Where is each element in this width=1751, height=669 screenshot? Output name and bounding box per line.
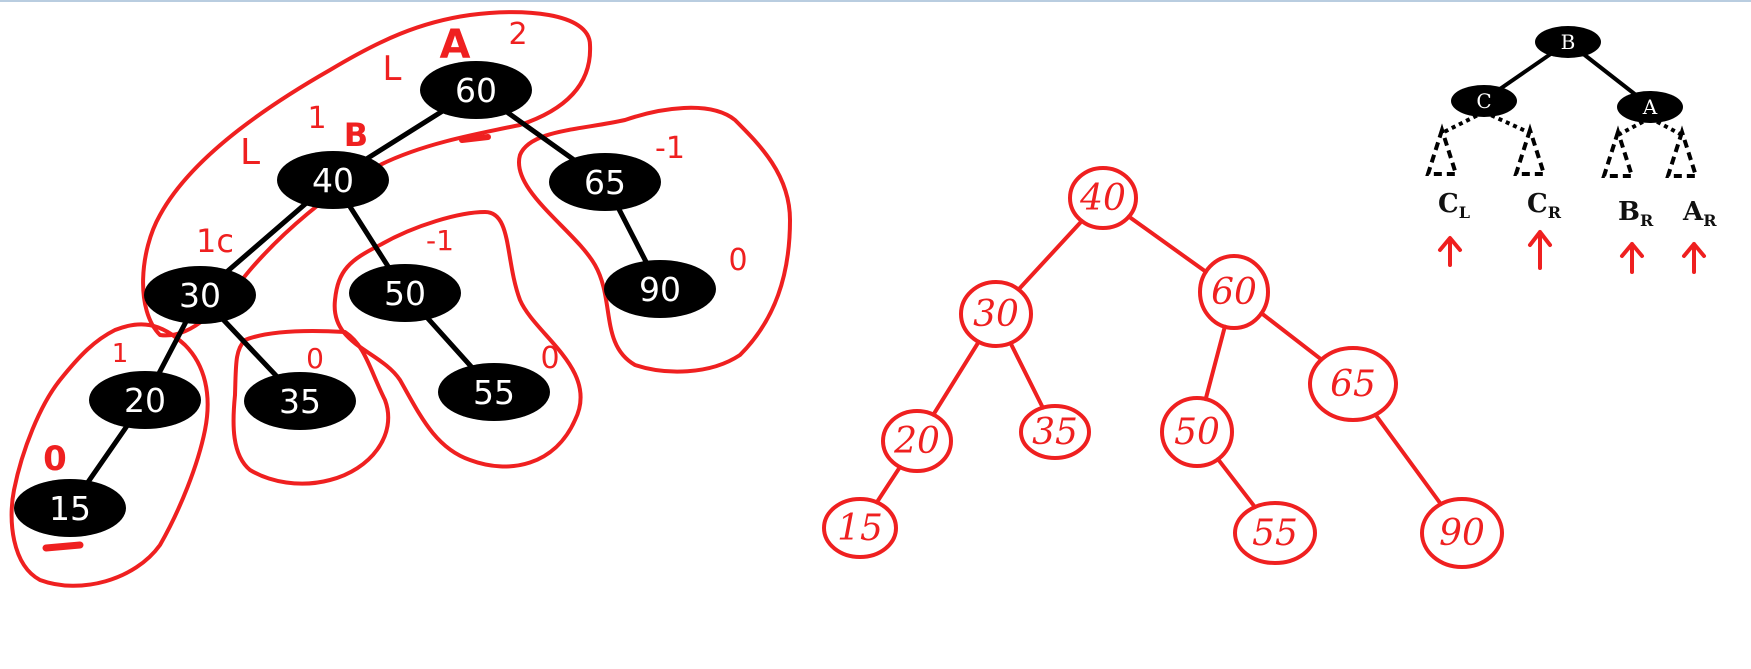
annotation-b: B	[344, 116, 368, 154]
balanced-node-label-90: 90	[1439, 513, 1485, 554]
balanced-edge-60-65	[1259, 311, 1324, 362]
tree-node-65	[549, 153, 661, 211]
annotation-minus-one-65: -1	[655, 131, 685, 166]
balanced-node-label-15: 15	[837, 508, 883, 549]
tree-node-label-65: 65	[584, 163, 626, 202]
balanced-node-35	[1019, 404, 1091, 460]
balanced-node-label-65: 65	[1330, 364, 1376, 405]
balanced-node-label-50: 50	[1174, 412, 1220, 453]
ref-node-c-label: C	[1476, 89, 1491, 113]
balance-annotations: A 2 L 1 B L 1c -1 0 -1 0 0 1 0	[42, 17, 748, 552]
balanced-node-label-55: 55	[1252, 513, 1298, 554]
tree-node-label-60: 60	[455, 71, 497, 110]
arrow-up-icon	[1620, 242, 1644, 274]
balanced-tree-edges	[874, 214, 1443, 510]
annotation-minus-one-50: -1	[426, 224, 454, 257]
ref-subtree-cl-label: CL	[1438, 189, 1470, 222]
annotation-zero-90: 0	[728, 243, 747, 278]
balanced-node-15	[822, 497, 898, 559]
balanced-edge-60-50	[1203, 324, 1227, 402]
tree-node-55	[438, 363, 550, 421]
tree-node-30	[144, 266, 256, 324]
balanced-node-60	[1198, 254, 1270, 330]
balanced-node-50	[1160, 396, 1234, 468]
balanced-edge-30-35	[1008, 341, 1045, 410]
tree-node-15	[14, 479, 126, 537]
annotation-two: 2	[508, 17, 527, 52]
balanced-edge-30-20	[931, 339, 981, 417]
balanced-edge-20-15	[874, 464, 902, 505]
annotation-one-c: 1c	[196, 222, 234, 260]
annotation-one-20: 1	[112, 339, 129, 369]
balanced-edge-50-55	[1216, 457, 1257, 510]
annotation-one-top: 1	[307, 101, 326, 136]
outline-20-15	[9, 322, 210, 588]
tree-node-label-55: 55	[473, 373, 515, 412]
tree-node-35	[244, 372, 356, 430]
annotation-outlines	[9, 10, 792, 588]
ref-subtree-br-triangle	[1601, 125, 1635, 178]
balanced-node-label-20: 20	[893, 421, 940, 462]
ref-subtree-cr-label: CR	[1527, 189, 1562, 222]
annotation-zero-35: 0	[306, 342, 324, 375]
tree-node-label-50: 50	[384, 274, 426, 313]
tree-node-label-35: 35	[279, 382, 321, 421]
annotation-l-mid: L	[240, 132, 260, 173]
balanced-node-label-60: 60	[1211, 272, 1257, 313]
annotation-l-top: L	[383, 49, 402, 89]
balanced-node-label-30: 30	[973, 294, 1019, 335]
reference-rotation-diagram: B C A CL CR BR AR	[1425, 26, 1717, 274]
ref-node-b	[1535, 26, 1601, 58]
balanced-tree-nodes: 40 30 60 20 35 50 65 15 55 90	[822, 166, 1504, 569]
tree-node-label-15: 15	[49, 489, 91, 528]
tree-node-90	[604, 260, 716, 318]
tree-node-60	[420, 61, 532, 119]
ref-edge-a-ar	[1649, 116, 1683, 137]
tree-node-label-20: 20	[124, 381, 166, 420]
unbalanced-tree-nodes: 60 40 65 30 50 90 20 35 55 15	[14, 61, 716, 537]
balanced-edge-65-90	[1373, 412, 1443, 507]
outline-abc-group	[141, 10, 593, 338]
balanced-node-30	[959, 280, 1033, 348]
balanced-node-55	[1233, 501, 1317, 565]
arrow-up-icon	[1438, 236, 1462, 267]
tree-node-50	[349, 264, 461, 322]
balanced-edge-40-30	[1016, 218, 1084, 292]
tree-node-20	[89, 371, 201, 429]
ref-node-a	[1617, 91, 1683, 123]
ref-subtree-ar-label: AR	[1682, 197, 1717, 230]
ref-edge-a-br	[1617, 116, 1651, 137]
balanced-node-20	[881, 409, 953, 473]
ref-node-b-label: B	[1561, 30, 1576, 54]
top-border	[0, 0, 1751, 2]
tree-node-40	[277, 151, 389, 209]
ref-subtree-br-label: BR	[1618, 197, 1654, 230]
balanced-node-label-40: 40	[1079, 178, 1126, 219]
balanced-node-90	[1420, 497, 1504, 569]
ref-node-c	[1451, 85, 1517, 117]
balanced-node-40	[1068, 166, 1138, 230]
annotation-a: A	[440, 22, 471, 68]
tree-node-label-30: 30	[179, 276, 221, 315]
ref-node-a-label: A	[1642, 95, 1658, 119]
arrow-up-icon	[1528, 230, 1552, 270]
balanced-edge-40-60	[1126, 214, 1208, 274]
annotation-zero-15: 0	[43, 439, 67, 479]
tree-node-label-90: 90	[639, 270, 681, 309]
underline-mark-top	[459, 134, 491, 143]
balanced-node-label-35: 35	[1032, 412, 1078, 453]
tree-node-label-40: 40	[312, 161, 354, 200]
underline-mark-15	[42, 541, 84, 552]
ref-subtree-cl-triangle	[1425, 123, 1459, 176]
ref-subtree-cr-triangle	[1513, 123, 1547, 176]
outline-50-55	[332, 210, 583, 469]
outline-65-90	[516, 105, 792, 374]
balanced-node-65	[1308, 346, 1398, 422]
ref-subtree-ar-triangle	[1665, 125, 1699, 178]
arrow-up-icon	[1682, 242, 1706, 274]
annotation-zero-55: 0	[540, 341, 559, 376]
outline-35	[231, 328, 391, 486]
